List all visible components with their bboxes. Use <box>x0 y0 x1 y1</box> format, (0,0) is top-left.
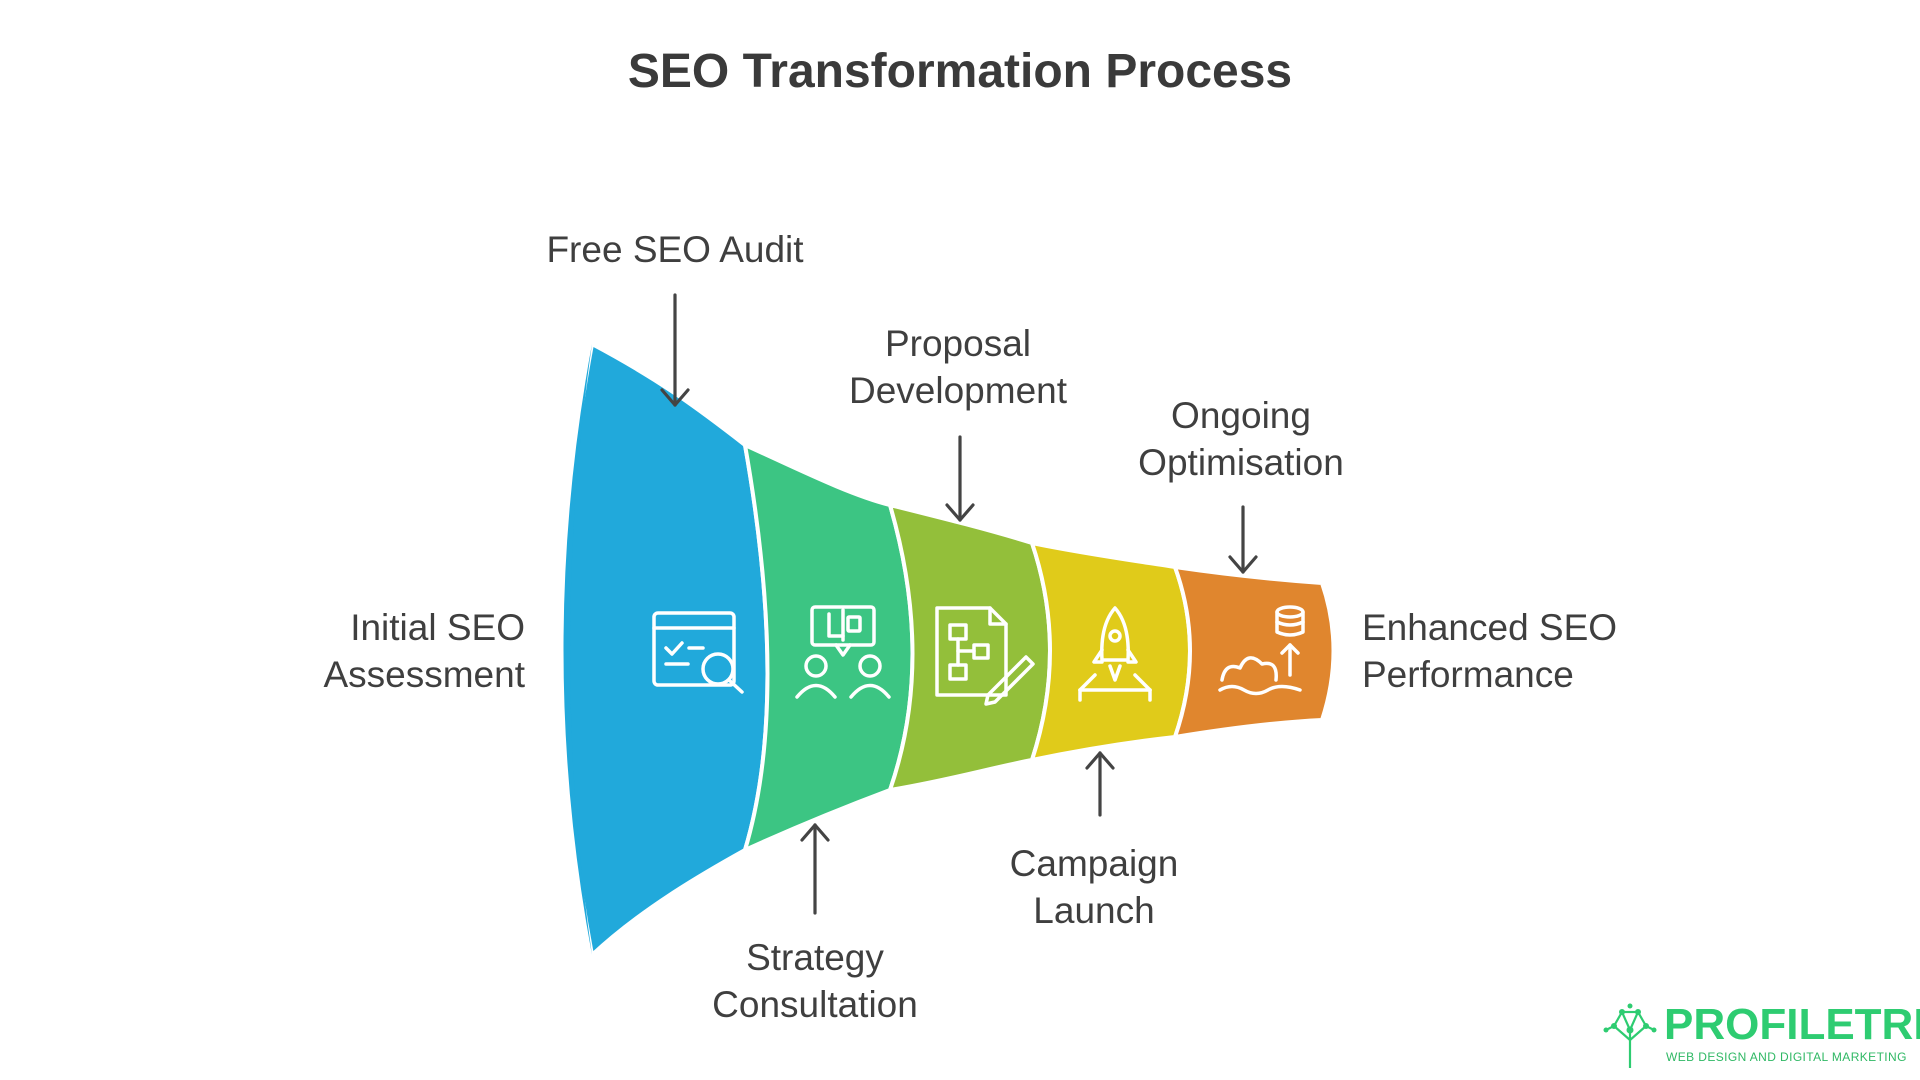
funnel-segment-consultation <box>741 441 915 854</box>
proposal-document-icon <box>935 606 1035 706</box>
arrow-down-proposal <box>945 435 975 522</box>
stage-label-proposal-line-2: Development <box>848 370 1068 411</box>
arrow-up-launch <box>1085 751 1115 817</box>
funnel-segment-optimisation <box>1171 564 1336 740</box>
stage-label-optimisation-line-2: Optimisation <box>1138 442 1344 483</box>
profiletree-logo[interactable]: PROFILETREE WEB DESIGN AND DIGITAL MARKE… <box>1600 1000 1920 1070</box>
start-label: Initial SEO Assessment <box>290 604 525 698</box>
stage-label-consultation-line-2: Consultation <box>712 984 918 1025</box>
stage-label-launch-line-2: Launch <box>1033 890 1155 931</box>
stage-label-optimisation: Ongoing Optimisation <box>1138 392 1344 486</box>
stage-label-proposal: Proposal Development <box>849 320 1067 414</box>
stage-label-launch-line-1: Campaign <box>1009 843 1179 884</box>
stage-label-audit-line-1: Free SEO Audit <box>546 229 804 270</box>
logo-tagline: WEB DESIGN AND DIGITAL MARKETING <box>1666 1050 1907 1064</box>
end-label-line-1: Enhanced SEO <box>1362 607 1618 648</box>
stage-label-consultation-line-1: Strategy <box>746 937 884 978</box>
arrow-down-optimisation <box>1228 505 1258 574</box>
consultation-icon <box>795 605 891 699</box>
stage-label-consultation: Strategy Consultation <box>712 934 918 1028</box>
optimisation-gear-icon <box>1218 605 1305 696</box>
arrow-up-consultation <box>800 823 830 915</box>
logo-name: PROFILETREE <box>1664 1000 1920 1049</box>
stage-label-launch: Campaign Launch <box>1010 840 1179 934</box>
stage-label-proposal-line-1: Proposal <box>884 323 1032 364</box>
funnel-mouth <box>563 344 592 955</box>
rocket-launch-icon <box>1078 606 1152 702</box>
end-label: Enhanced SEO Performance <box>1362 604 1617 698</box>
start-label-line-1: Initial SEO <box>350 607 525 648</box>
page-title: SEO Transformation Process <box>627 45 1293 98</box>
arrow-down-audit <box>660 293 690 407</box>
stage-label-audit: Free SEO Audit <box>546 226 803 273</box>
end-label-line-2: Performance <box>1362 654 1574 695</box>
funnel-segment-launch <box>1028 540 1192 763</box>
funnel-segment-proposal <box>887 502 1052 793</box>
search-audit-icon <box>652 611 744 694</box>
tree-network-icon <box>1603 1003 1657 1068</box>
start-label-line-2: Assessment <box>323 654 525 695</box>
stage-label-optimisation-line-1: Ongoing <box>1171 395 1311 436</box>
